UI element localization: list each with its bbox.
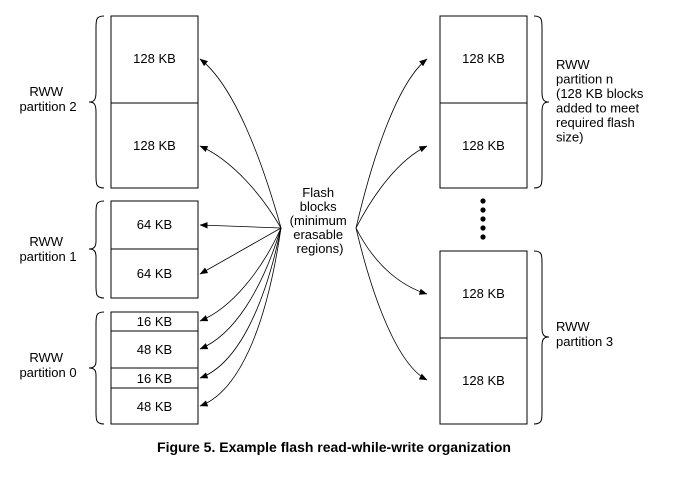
ellipsis-dot [480,234,486,240]
partition-label: RWW partition 2 [19,84,76,114]
partition-label: RWW partition 3 [556,319,613,349]
figure-caption: Figure 5. Example flash read-while-write… [157,439,511,455]
ellipsis-dot [480,225,486,231]
memory-block [439,337,528,425]
partition-label: RWW partition 1 [19,234,76,264]
arrow [355,145,428,229]
memory-block [110,248,199,299]
arrow [199,227,282,350]
left-partition-2: 128 KB 128 KB [110,15,199,189]
block-size-label: 128 KB [462,138,505,153]
flash-blocks-label: Flash blocks (minimum erasable regions) [290,185,351,256]
arrow [355,227,428,295]
arrow [199,227,282,322]
memory-block [439,102,528,189]
ellipsis-dot [480,198,486,204]
memory-block [439,15,528,104]
right-arrows [355,58,428,381]
block-size-label: 48 KB [137,342,172,357]
arrow [199,227,282,379]
block-size-label: 128 KB [462,373,505,388]
block-size-label: 16 KB [137,314,172,329]
arrow [199,222,282,229]
block-size-label: 64 KB [137,217,172,232]
block-size-label: 128 KB [462,51,505,66]
left-brace-partition-1 [88,200,105,299]
block-size-label: 64 KB [137,266,172,281]
block-size-label: 128 KB [133,138,176,153]
memory-block [110,15,199,104]
arrow [199,227,282,275]
left-brace-partition-0 [88,311,105,425]
memory-block [110,102,199,189]
left-brace-partition-2 [88,15,105,189]
continuation-dots [480,198,486,240]
memory-block [110,387,199,425]
block-size-label: 128 KB [133,51,176,66]
left-arrows [199,58,282,407]
right-partition-3: 128 KB 128 KB [439,250,528,425]
arrow [199,145,282,229]
right-brace-partition-3 [533,250,550,425]
arrow [199,58,282,229]
arrow [355,227,428,381]
partition-label: RWW partition 0 [19,350,76,380]
right-partition-n: 128 KB 128 KB [439,15,528,189]
left-partition-0: 16 KB 48 KB 16 KB 48 KB [110,311,199,425]
partition-label: RWW partition n (128 KB blocks added to … [556,57,647,145]
ellipsis-dot [480,207,486,213]
arrow [355,58,428,229]
block-size-label: 128 KB [462,286,505,301]
memory-block [110,200,199,250]
left-partition-1: 64 KB 64 KB [110,200,199,299]
memory-block [439,250,528,339]
ellipsis-dot [480,216,486,222]
block-size-label: 48 KB [137,399,172,414]
right-brace-partition-n [533,15,550,189]
block-size-label: 16 KB [137,371,172,386]
arrow [199,227,282,407]
